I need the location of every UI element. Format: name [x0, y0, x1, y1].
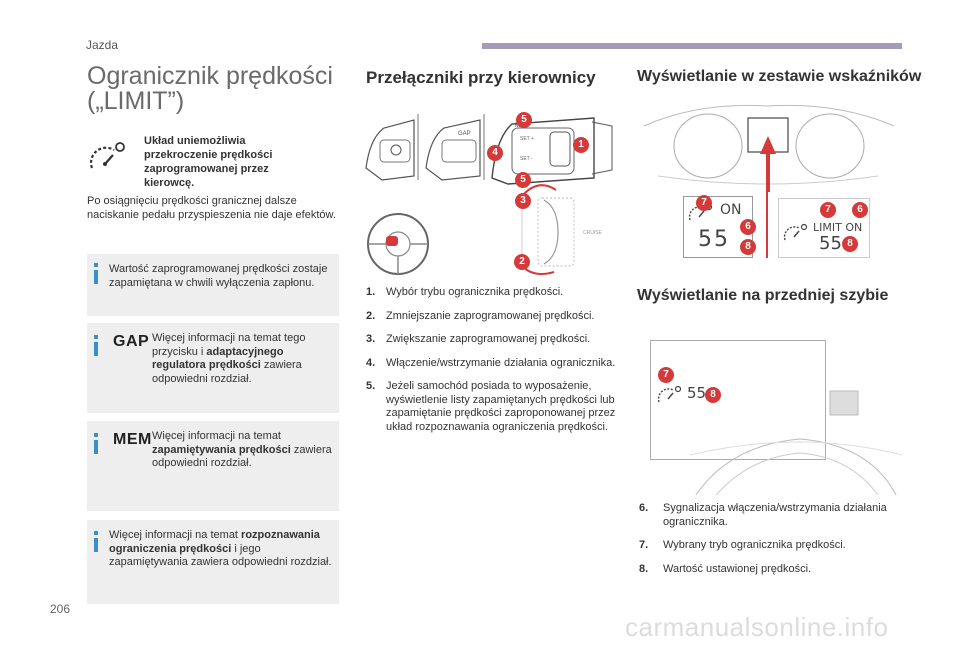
note-text: Więcej informacji na temat zapamiętywani… [152, 430, 332, 469]
controls-list: 1.Wybór trybu ogranicznika prędkości. 2.… [366, 286, 616, 444]
page-title: Ogranicznik prędkości („LIMIT”) [87, 64, 337, 114]
mem-label: MEM [113, 431, 152, 448]
hud-display: 55 [650, 340, 826, 460]
speed-limiter-icon [783, 223, 808, 241]
callout-6: 6 [852, 202, 868, 218]
list-item: 7.Wybrany tryb ogranicznika prędkości. [639, 539, 846, 551]
callout-6: 6 [740, 219, 756, 235]
callout-line [766, 188, 768, 258]
callout-8: 8 [842, 236, 858, 252]
instrument-display-title: Wyświetlanie w zestawie wskaźników [637, 68, 922, 85]
list-item: 2.Zmniejszanie zaprogramowanej prędkości… [366, 309, 595, 322]
hud-speed-value: 55 [687, 384, 707, 402]
intro-text: Po osiągnięciu prędkości granicznej dals… [87, 195, 336, 221]
note-text: Więcej informacji na temat tego przycisk… [152, 332, 306, 385]
limit-on-indicator: LIMIT ON [813, 221, 863, 234]
list-item: 6.Sygnalizacja włączenia/wstrzymania dzi… [639, 502, 887, 528]
intro-bold-text: Układ uniemożliwia przekroczenie prędkoś… [144, 135, 273, 189]
speed-limiter-icon [89, 142, 125, 169]
speed-value: 55 [698, 227, 730, 252]
steering-controls-title: Przełączniki przy kierownicy [366, 68, 596, 87]
cruise-label: CRUISE [583, 230, 603, 236]
callout-7: 7 [658, 367, 674, 383]
gap-stalk-label: GAP [458, 131, 471, 137]
title-line-2: („LIMIT”) [87, 87, 185, 115]
note-box-ignition: Wartość zaprogramowanej prędkości zostaj… [87, 254, 339, 316]
callout-5b: 5 [515, 172, 531, 188]
callout-7: 7 [696, 195, 712, 211]
title-line-1: Ogranicznik prędkości [87, 62, 333, 90]
info-icon [94, 263, 98, 267]
list-item: 8.Wartość ustawionej prędkości. [639, 562, 812, 575]
gap-label: GAP [113, 333, 150, 350]
set-minus-label: SET - [520, 156, 533, 162]
display-list: 6.Sygnalizacja włączenia/wstrzymania dzi… [639, 502, 899, 586]
list-item: 1.Wybór trybu ogranicznika prędkości. [366, 286, 564, 298]
header-bar [482, 43, 902, 49]
hud-display-title: Wyświetlanie na przedniej szybie [637, 287, 889, 304]
hud-dashboard-illustration [690, 390, 902, 496]
callout-8: 8 [740, 239, 756, 255]
set-plus-label: SET + [520, 136, 534, 142]
speed-limiter-icon [657, 385, 682, 403]
info-icon [94, 335, 98, 339]
callout-3: 3 [515, 193, 531, 209]
list-item: 4.Włączenie/wstrzymanie działania ograni… [366, 356, 616, 369]
note-text: Wartość zaprogramowanej prędkości zostaj… [109, 263, 328, 289]
info-icon [94, 531, 98, 535]
callout-2: 2 [514, 254, 530, 270]
note-text: Więcej informacji na temat rozpoznawania… [109, 529, 332, 568]
callout-4: 4 [487, 145, 503, 161]
note-box-mem: MEM Więcej informacji na temat zapamięty… [87, 421, 339, 511]
list-item: 3.Zwiększanie zaprogramowanej prędkości. [366, 333, 591, 345]
note-box-recognition: Więcej informacji na temat rozpoznawania… [87, 520, 339, 604]
list-item: 5.Jeżeli samochód posiada to wyposażenie… [366, 380, 616, 433]
dashboard-illustration [643, 104, 895, 192]
page-number: 206 [50, 602, 71, 616]
watermark: carmanualsonline.info [625, 612, 889, 642]
callout-5: 5 [516, 112, 532, 128]
speed-value: 55 [819, 233, 842, 254]
callout-7: 7 [820, 202, 836, 218]
callout-8: 8 [705, 387, 721, 403]
stalk-illustration: GAP MEM SET + SET - CRUISE [365, 114, 613, 275]
section-label: Jazda [86, 38, 119, 52]
note-box-gap: GAP Więcej informacji na temat tego przy… [87, 323, 339, 413]
info-icon [94, 433, 98, 437]
on-indicator: ON [720, 202, 742, 218]
callout-1: 1 [573, 137, 589, 153]
